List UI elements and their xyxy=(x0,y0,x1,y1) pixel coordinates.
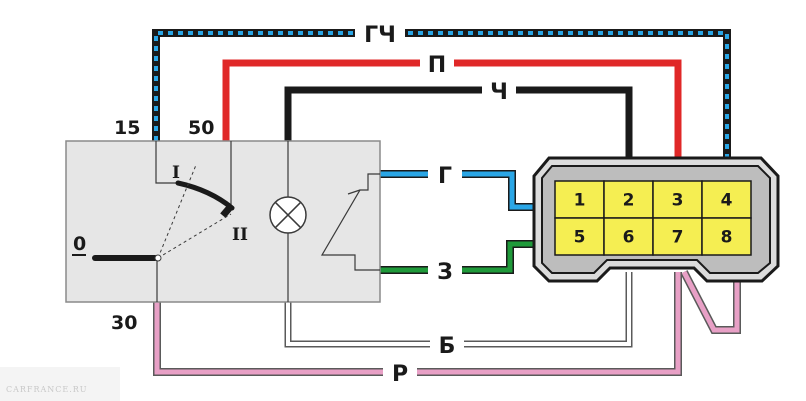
connector-pin-label: 5 xyxy=(574,228,586,248)
svg-text:З: З xyxy=(437,260,453,285)
wire-label-ch: Ч xyxy=(482,78,516,105)
wire-gch xyxy=(152,29,731,158)
connector-pin-2: 2 xyxy=(603,180,654,219)
svg-text:ГЧ: ГЧ xyxy=(364,23,396,48)
wire-r xyxy=(153,272,682,376)
svg-text:Г: Г xyxy=(438,164,452,189)
wire-label-r: Р xyxy=(383,360,417,387)
ignition-switch-body xyxy=(65,140,381,303)
terminal-50-label: 50 xyxy=(188,117,214,139)
terminal-15-label: 15 xyxy=(114,117,140,139)
connector-pin-5: 5 xyxy=(554,217,605,256)
switch-pivot xyxy=(154,254,162,262)
connector-pin-label: 2 xyxy=(623,191,635,211)
connector-pin-label: 3 xyxy=(672,191,684,211)
switch-internal-lines xyxy=(155,141,380,302)
connector-pin-label: 7 xyxy=(672,228,684,248)
connector-pin-label: 6 xyxy=(623,228,635,248)
switch-position-lines xyxy=(157,164,232,259)
connector-pin-label: 8 xyxy=(721,228,733,248)
svg-text:Б: Б xyxy=(439,334,456,359)
connector-pin-3: 3 xyxy=(652,180,703,219)
position-0-underline xyxy=(72,254,86,256)
position-ii-label: II xyxy=(232,225,248,245)
wire-r-loop xyxy=(680,270,741,334)
connector-pin-7: 7 xyxy=(652,217,703,256)
wire-label-p: П xyxy=(420,51,454,78)
wire-label-gch: ГЧ xyxy=(355,21,405,48)
connector-pin-6: 6 xyxy=(603,217,654,256)
switch-contact-ii xyxy=(220,202,235,218)
wire-label-b: Б xyxy=(430,332,464,359)
connector-pin-4: 4 xyxy=(701,180,752,219)
connector-pin-1: 1 xyxy=(554,180,605,219)
connector-pin-label: 1 xyxy=(574,191,586,211)
wire-label-z: З xyxy=(428,258,462,285)
connector-pin-8: 8 xyxy=(701,217,752,256)
wire-label-g: Г xyxy=(428,162,462,189)
connector: 1 2 3 4 5 6 7 8 xyxy=(532,156,780,283)
svg-text:П: П xyxy=(428,53,446,78)
terminal-30-label: 30 xyxy=(111,312,137,334)
pin-grid: 1 2 3 4 5 6 7 8 xyxy=(554,180,752,256)
wire-ch xyxy=(284,86,633,158)
connector-pin-label: 4 xyxy=(721,191,733,211)
watermark: CARFRANCE.RU xyxy=(0,367,120,401)
svg-text:Ч: Ч xyxy=(490,80,508,105)
svg-text:CARFRANCE.RU: CARFRANCE.RU xyxy=(6,385,88,394)
lamp-icon xyxy=(269,196,307,234)
svg-text:Р: Р xyxy=(392,362,408,387)
position-0-label: 0 xyxy=(73,233,86,255)
position-i-label: I xyxy=(172,163,180,183)
